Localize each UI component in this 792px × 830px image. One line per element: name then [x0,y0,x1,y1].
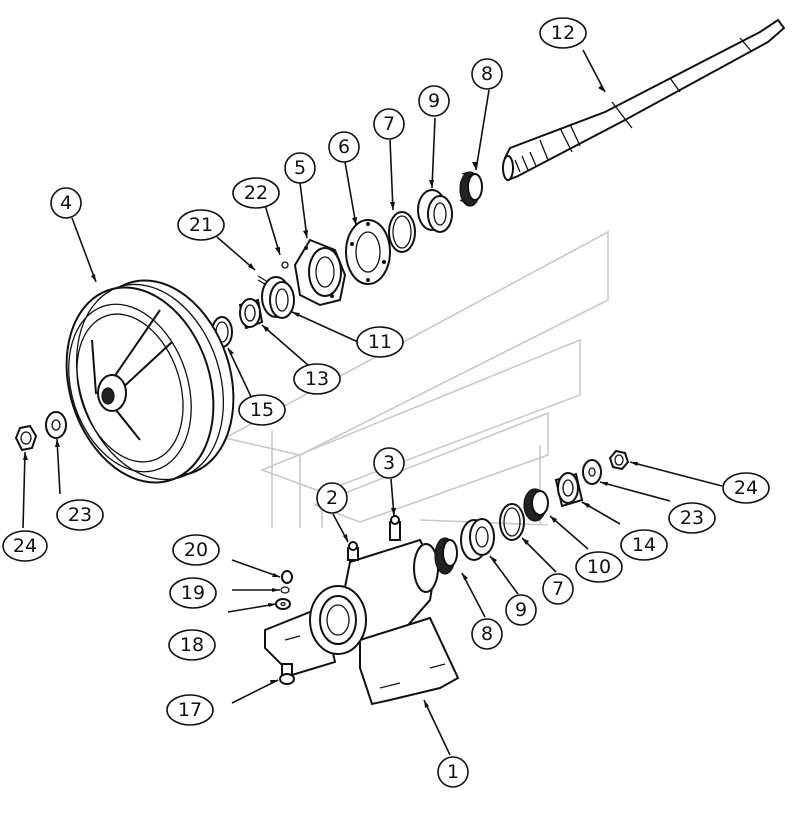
callout-9-upper: 9 [418,85,450,117]
callout-label: 6 [338,136,350,158]
bearing-cup-lower [460,518,495,561]
callout-label: 22 [244,182,268,204]
pillow-block-housing [264,538,460,706]
lock-washer-19 [280,586,290,594]
callout-13: 13 [293,363,341,395]
callout-20: 20 [172,534,220,566]
callout-label: 23 [680,507,704,529]
callout-label: 19 [181,582,205,604]
callout-label: 17 [178,699,202,721]
callout-label: 13 [305,368,329,390]
bearing-cone-lower [434,537,458,575]
callout-2: 2 [316,482,348,514]
callout-label: 10 [587,556,611,578]
callout-12: 12 [539,17,587,49]
callout-label: 5 [294,157,306,179]
callout-label: 8 [481,623,493,645]
callout-8-lower: 8 [471,618,503,650]
callout-label: 3 [383,452,395,474]
callout-1: 1 [437,756,469,788]
grease-fitting-2 [347,541,359,561]
callout-label: 21 [189,214,213,236]
callout-4: 4 [50,187,82,219]
bolt-part-17 [279,663,295,685]
callout-22: 22 [232,177,280,209]
callout-label: 14 [632,534,656,556]
hex-nut-left [14,424,38,452]
seal-part [261,276,295,319]
callout-label: 24 [734,477,758,499]
callout-18: 18 [168,629,216,661]
callout-23-left: 23 [56,499,104,531]
callout-7-lower: 7 [542,573,574,605]
callout-5: 5 [284,152,316,184]
shaft-part [502,18,786,182]
callout-label: 24 [13,535,37,557]
callout-10: 10 [575,551,623,583]
callout-label: 4 [60,192,72,214]
callout-15: 15 [238,394,286,426]
gasket-plate [345,219,391,285]
watermark-logo [222,230,609,528]
callout-3: 3 [373,447,405,479]
bearing-housing-flange [293,238,347,307]
bushing-lower [554,472,584,508]
flat-washer-18 [275,598,291,610]
callout-label: 18 [180,634,204,656]
callout-label: 7 [383,113,395,135]
callout-19: 19 [169,577,217,609]
callout-label: 23 [68,504,92,526]
callout-label: 20 [184,539,208,561]
callout-7-upper: 7 [373,108,405,140]
callout-label: 9 [428,90,440,112]
washer-left [45,411,67,439]
callout-8-upper: 8 [471,58,503,90]
callout-21: 21 [177,209,225,241]
callout-label: 8 [481,63,493,85]
snap-ring-upper [388,211,416,253]
callout-label: 7 [552,578,564,600]
callout-label: 11 [368,331,392,353]
callout-24-left: 24 [2,530,48,562]
hex-nut-right [608,449,630,471]
grease-fitting-3 [389,515,401,541]
callout-label: 2 [326,487,338,509]
bearing-cup-upper [417,189,453,233]
callout-6: 6 [328,131,360,163]
leader-arrowheads [23,85,638,708]
callout-label: 9 [515,599,527,621]
callout-9-lower: 9 [505,594,537,626]
snap-ring-lower [499,503,525,541]
callout-23-right: 23 [668,502,716,534]
callout-11: 11 [356,326,404,358]
plug-part-20 [281,570,293,584]
bearing-cone-upper [459,171,483,207]
callout-label: 12 [551,22,575,44]
leader-lines [22,49,723,756]
callout-14: 14 [620,529,668,561]
washer-right [582,459,602,485]
bushing-part [238,298,264,330]
callout-17: 17 [166,694,214,726]
small-washer-22 [281,261,289,269]
sheave-pulley [65,279,235,484]
bearing-seal-lower [523,488,549,522]
callout-label: 15 [250,399,274,421]
callout-24-right: 24 [722,472,770,504]
callout-label: 1 [447,761,459,783]
